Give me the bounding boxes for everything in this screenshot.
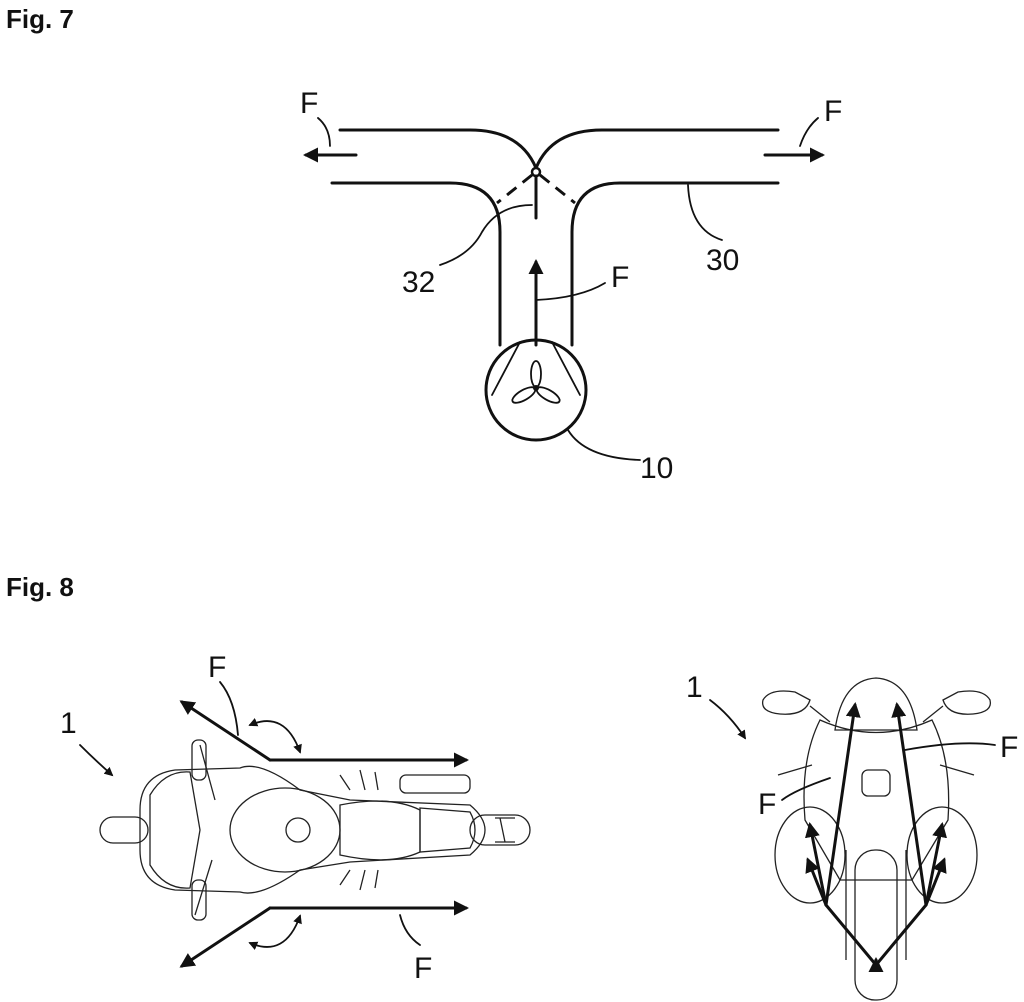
flow-front-left-up: [824, 702, 861, 907]
mirror-right-front: [942, 690, 992, 715]
figure-8-title: Fig. 8: [6, 572, 74, 602]
leader-10: [567, 429, 641, 461]
seat: [339, 800, 421, 861]
label-F-left: F: [300, 87, 318, 120]
label-F-bottom-left: F: [414, 952, 432, 985]
leader-F-center: [535, 282, 606, 301]
label-F-right: F: [824, 95, 842, 128]
leader-32: [439, 204, 533, 266]
label-ref-1-right: 1: [686, 671, 703, 704]
flap-dashed-left: [496, 173, 533, 205]
fig7-duct-system: [303, 117, 825, 347]
fuel-tank: [229, 787, 341, 873]
flow-front-right-up: [891, 702, 928, 907]
fig8-right-flows: [709, 699, 996, 972]
side-pod-right: [906, 806, 978, 904]
flow-front-left-base: [824, 903, 878, 967]
leader-ref-1-left: [79, 744, 114, 777]
leader-F-right-lower: [781, 777, 831, 801]
windscreen: [149, 771, 201, 889]
front-fairing: [803, 719, 950, 881]
fan-housing: [484, 338, 588, 442]
label-ref-1-left: 1: [60, 707, 77, 740]
fan-icon: [511, 360, 561, 404]
label-F-center: F: [611, 261, 629, 294]
leader-30: [687, 184, 723, 241]
fuel-cap: [285, 817, 311, 843]
fan-unit: [484, 338, 641, 461]
flow-upper-left: [804, 822, 828, 907]
engine-details: [339, 769, 379, 891]
duct-lower-right-wall: [570, 181, 780, 347]
front-wheel-front-view: [854, 849, 898, 1001]
fairing-outline: [139, 765, 486, 894]
levers: [777, 764, 975, 776]
leader-F-top-left: [219, 681, 239, 736]
mirror-left: [191, 739, 207, 781]
duct-lower-left-wall: [330, 181, 502, 347]
duct-upper-wall: [338, 128, 780, 170]
angle-arc-top: [248, 718, 302, 754]
flow-upper-right: [924, 822, 948, 907]
label-ref-10: 10: [640, 452, 673, 485]
front-windscreen: [834, 677, 918, 731]
leader-ref-1-right: [709, 699, 746, 740]
rear-stand: [495, 817, 515, 843]
flow-front-right-base: [874, 903, 928, 967]
headlight: [861, 769, 891, 797]
label-F-top-left: F: [208, 651, 226, 684]
mirror-left-front: [761, 690, 811, 715]
leader-F-left: [317, 117, 331, 147]
exhaust: [399, 774, 471, 794]
mirror-right: [191, 879, 207, 921]
flow-arrow-top-left: [179, 700, 272, 762]
leader-F-bottom-left: [399, 914, 421, 946]
label-F-right-upper: F: [1000, 731, 1018, 764]
fan-housing-lines: [491, 341, 581, 396]
label-ref-32: 32: [402, 266, 435, 299]
fig8-left-flows: [79, 681, 469, 968]
motorcycle-front-view: [761, 677, 992, 1001]
handlebars: [194, 744, 216, 916]
mirror-stems: [809, 705, 944, 723]
fork-legs: [845, 850, 907, 960]
motorcycle-top-view: [99, 739, 531, 921]
leader-F-right: [799, 117, 819, 147]
rear-wheel: [469, 814, 531, 846]
figure-7-title: Fig. 7: [6, 4, 74, 34]
label-F-right-lower: F: [758, 788, 776, 821]
front-wheel: [99, 816, 149, 844]
flap-dashed-right: [539, 173, 576, 205]
flow-arrow-bottom-left: [179, 906, 272, 968]
tail-section: [419, 807, 476, 853]
angle-arc-bottom: [248, 914, 302, 950]
label-ref-30: 30: [706, 244, 739, 277]
side-pod-left: [774, 806, 846, 904]
leader-F-right-upper: [904, 742, 996, 751]
